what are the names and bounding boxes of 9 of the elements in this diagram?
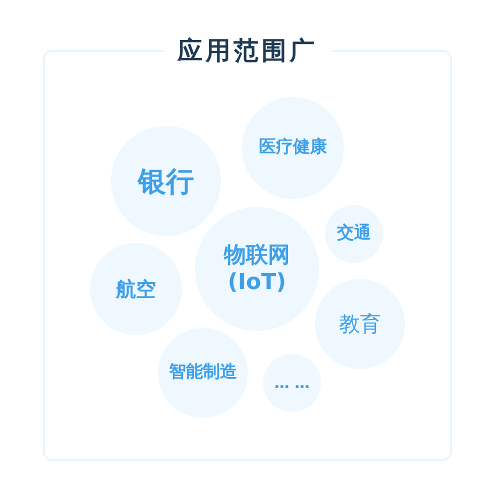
- topic-label: 交通: [337, 223, 371, 245]
- topic-label: 银行: [138, 164, 194, 198]
- topic-label: 教育: [339, 310, 381, 338]
- panel-title: 应用范围广: [164, 36, 332, 66]
- topic-label: 智能制造: [169, 362, 237, 384]
- topic-label: … …: [274, 374, 310, 392]
- topic-label: 航空: [116, 276, 156, 302]
- topic-label: 医疗健康: [259, 137, 327, 159]
- topic-label: 物联网 (IoT): [222, 242, 291, 296]
